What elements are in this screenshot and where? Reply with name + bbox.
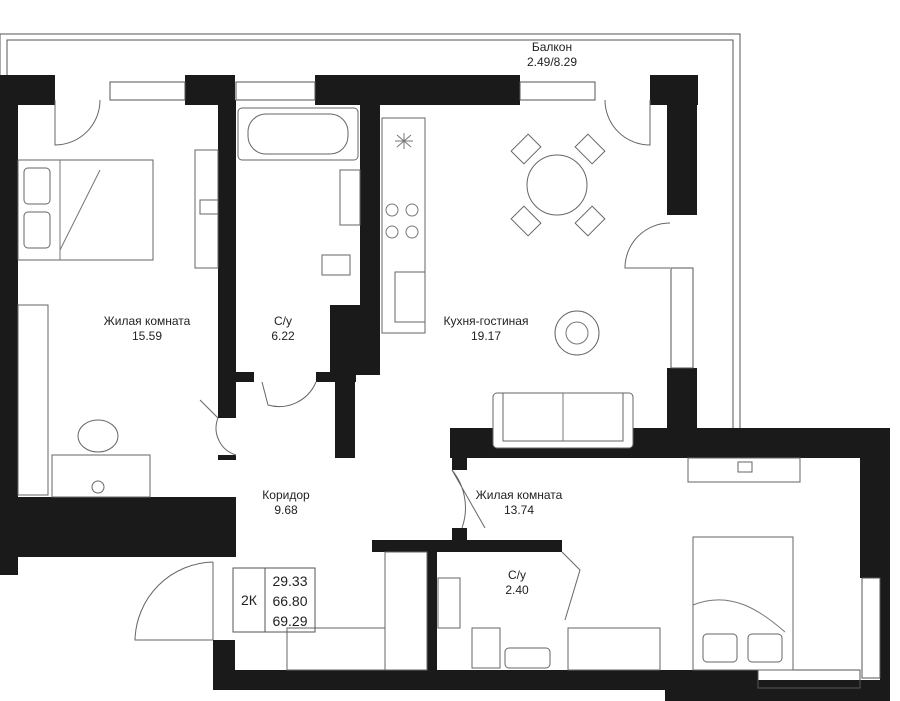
living-room-1-name: Жилая комната [104, 314, 191, 328]
windows [109, 81, 881, 689]
bathroom-1-name: С/у [274, 314, 292, 328]
dining-table [510, 133, 606, 237]
wardrobes [286, 551, 661, 671]
living-area-value: 29.33 [272, 573, 307, 589]
bathroom-2-fixtures [437, 577, 551, 669]
kitchen-living-name: Кухня-гостиная [444, 314, 529, 328]
corridor-name: Коридор [262, 488, 310, 502]
balcony-name: Балкон [532, 40, 572, 54]
balcony-area: 2.49/8.29 [527, 55, 577, 69]
area-summary: 2К 29.33 66.80 69.29 [232, 567, 316, 633]
living-room-1-area: 15.59 [132, 329, 162, 343]
room-labels: Балкон 2.49/8.29 Жилая комната 15.59 С/у… [104, 40, 578, 597]
total-area-value: 66.80 [272, 593, 307, 609]
bathroom-1-area: 6.22 [271, 329, 295, 343]
living-room-2-area: 13.74 [504, 503, 534, 517]
apartment-type: 2К [241, 592, 258, 608]
balcony-outline [0, 33, 741, 428]
bedroom-1-furniture [17, 149, 219, 498]
bathroom-1-fixtures [237, 107, 361, 276]
kitchen-fixtures [381, 117, 426, 334]
bathroom-2-name: С/у [508, 568, 526, 582]
total-with-balcony-value: 69.29 [272, 613, 307, 629]
living-furniture [492, 310, 634, 449]
walls [0, 75, 890, 701]
living-room-2-name: Жилая комната [476, 488, 563, 502]
bathroom-2-area: 2.40 [505, 583, 529, 597]
corridor-area: 9.68 [274, 503, 298, 517]
bedroom-2-furniture [687, 457, 801, 671]
kitchen-living-area: 19.17 [471, 329, 501, 343]
doors [54, 99, 671, 641]
